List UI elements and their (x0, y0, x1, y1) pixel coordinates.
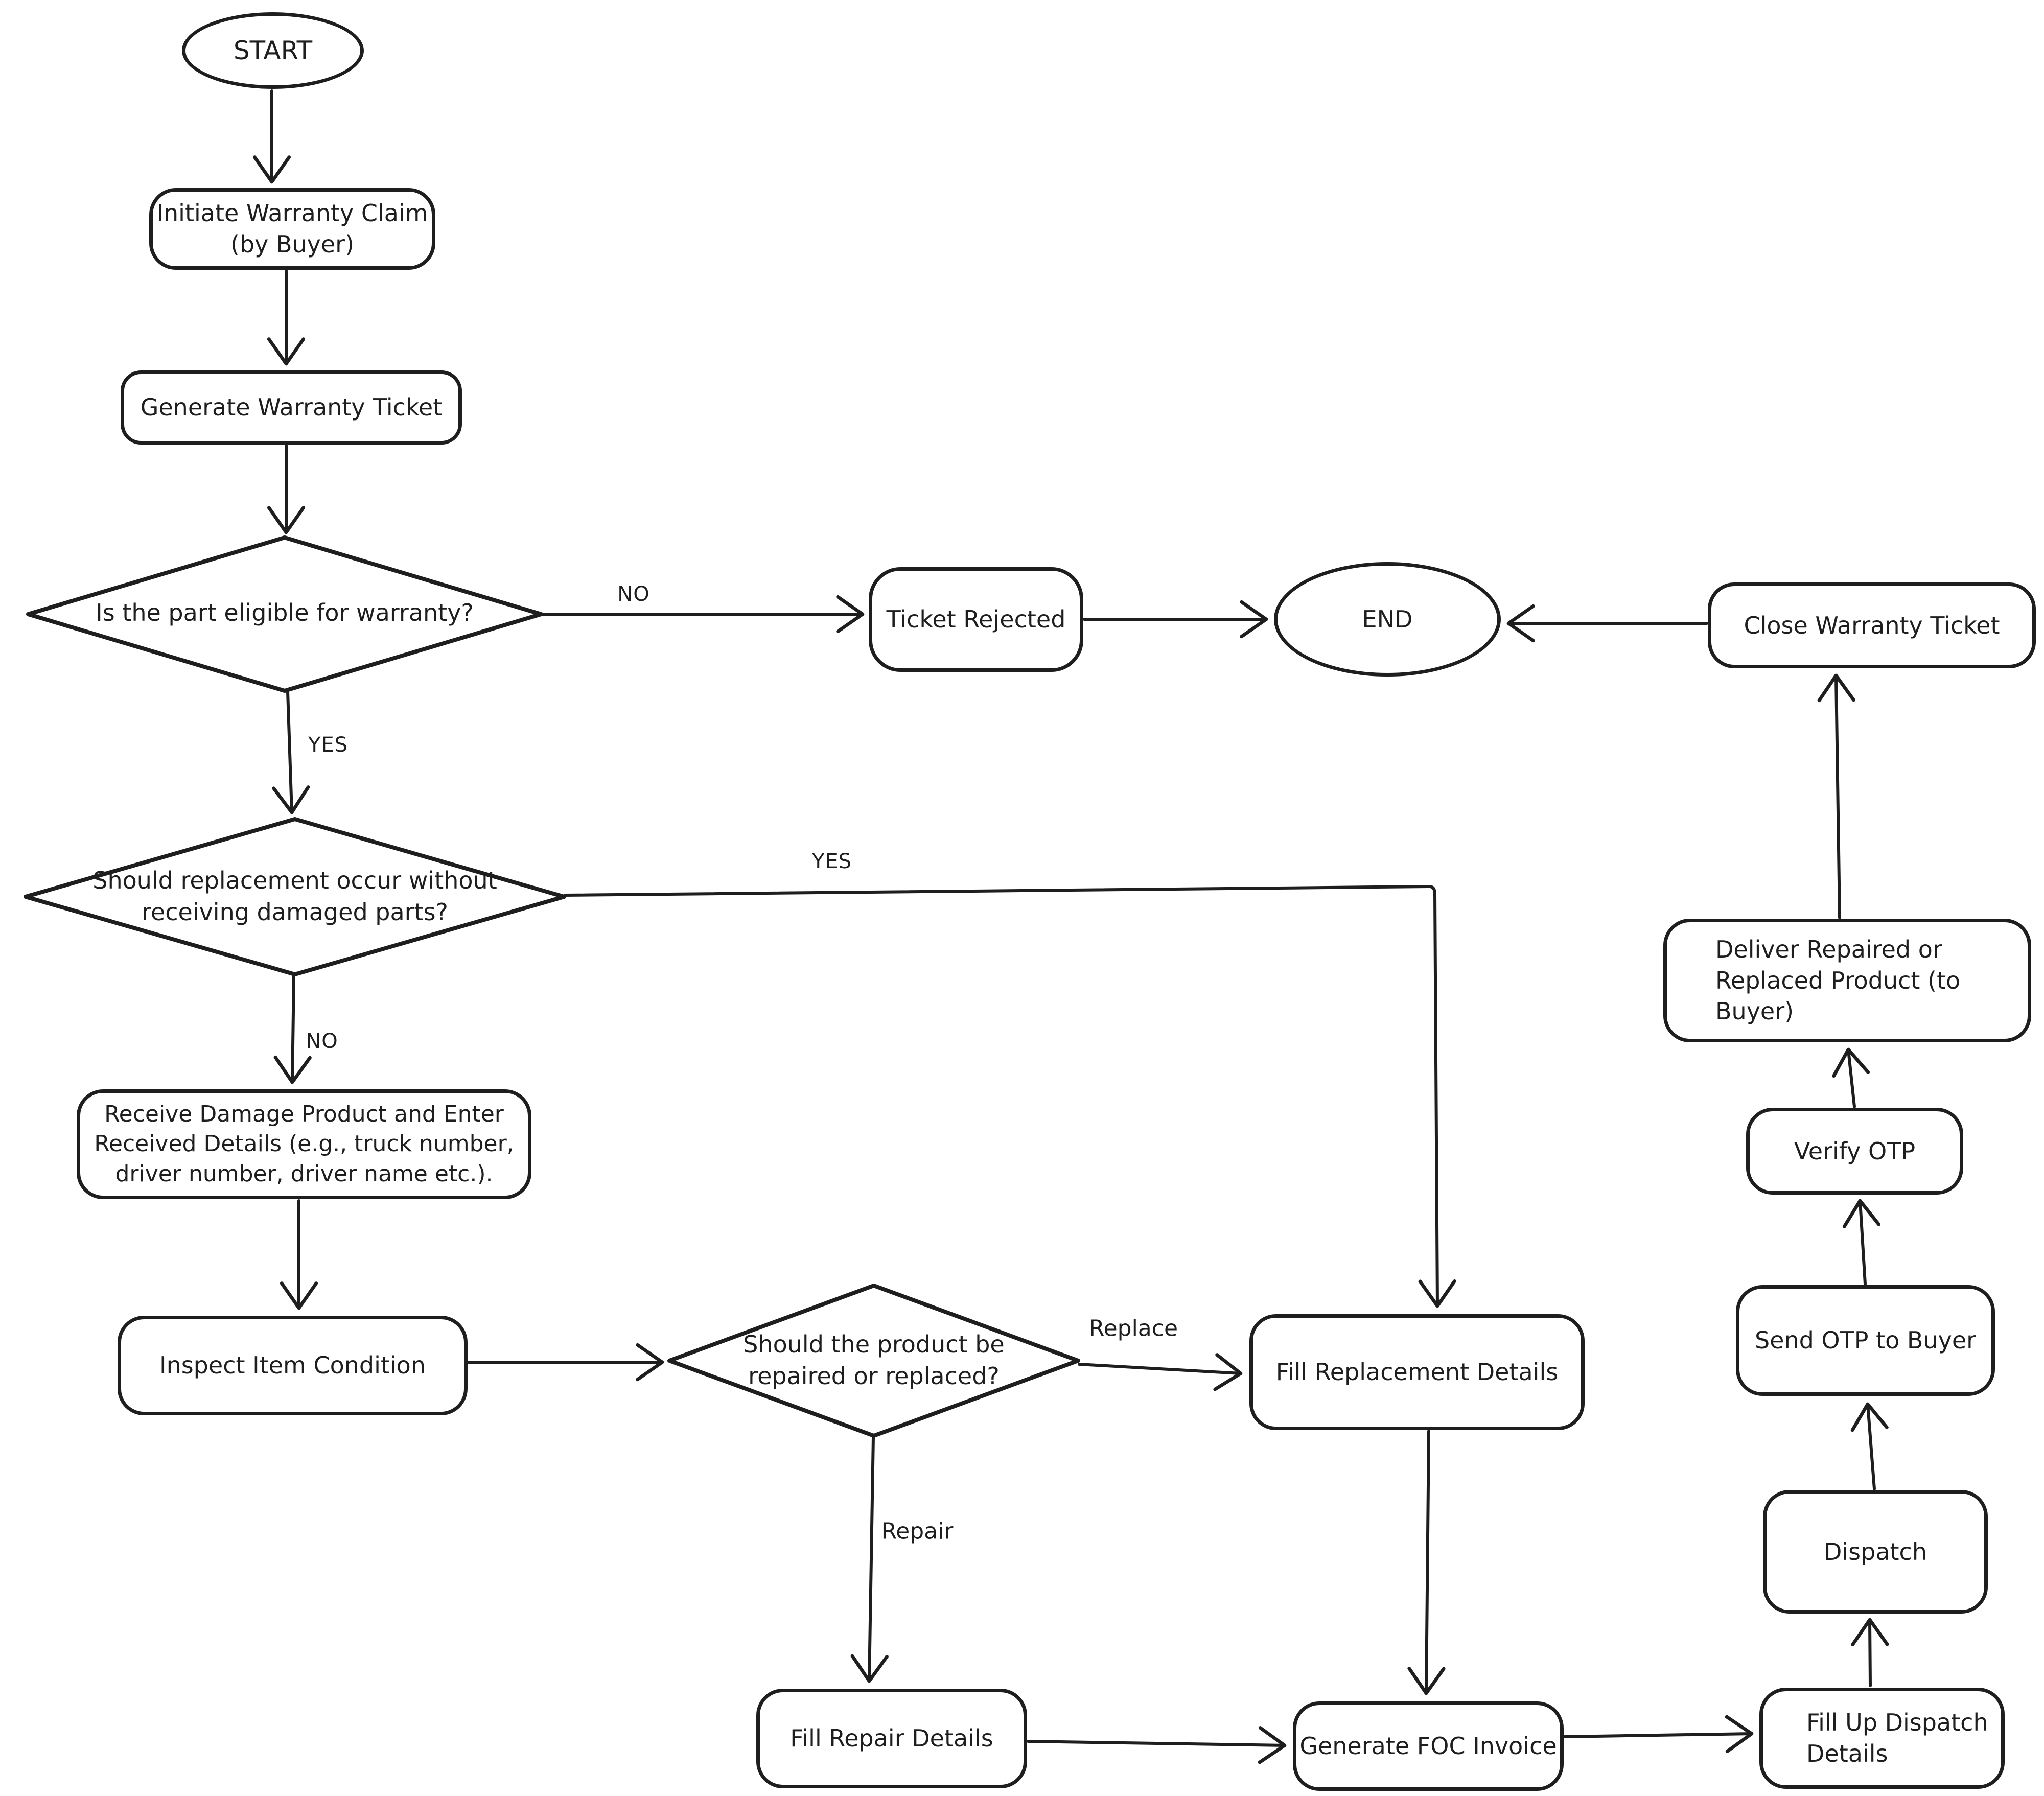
decision-label-line: repaired or replaced? (748, 1362, 1000, 1390)
node-label: Generate Warranty Ticket (140, 393, 443, 422)
node-label-line: Fill Up Dispatch (1806, 1709, 1988, 1737)
edge-dispatch-to-send-otp (1850, 1402, 1889, 1490)
node-label: Close Warranty Ticket (1744, 611, 2000, 639)
node-generate-warranty-ticket: Generate Warranty Ticket (121, 370, 462, 445)
node-end: END (1274, 562, 1501, 677)
decision-replacement-shape (24, 817, 566, 976)
node-label: Inspect Item Condition (159, 1351, 426, 1380)
node-label-line: Details (1806, 1740, 1888, 1767)
node-fill-replacement-details: Fill Replacement Details (1249, 1314, 1585, 1430)
node-fill-up-dispatch-details: Fill Up Dispatch Details (1759, 1688, 2005, 1789)
edge-send-otp-to-verify (1842, 1199, 1881, 1286)
node-start: START (182, 12, 364, 89)
decision-label-line: Should the product be (743, 1331, 1005, 1358)
node-initiate-warranty-claim: Initiate Warranty Claim (by Buyer) (149, 188, 435, 270)
decision-label-line: receiving damaged parts? (142, 898, 448, 926)
branch-label-repair: Repair (881, 1518, 954, 1545)
edge-replacement-no-to-receive (273, 974, 312, 1084)
branch-label-yes: YES (308, 733, 349, 757)
node-end-label: END (1362, 605, 1413, 633)
node-send-otp-to-buyer: Send OTP to Buyer (1736, 1285, 1995, 1396)
edge-fill-repair-to-foc (1027, 1726, 1287, 1764)
decision-replacement-label: Should replacement occur without receivi… (39, 865, 550, 928)
node-label-line: driver number, driver name etc.). (115, 1160, 493, 1187)
node-label-line: Deliver Repaired or (1715, 935, 1942, 963)
decision-repair-replace-shape (667, 1284, 1080, 1438)
node-label-line: Receive Damage Product and Enter (104, 1101, 504, 1128)
node-deliver-product: Deliver Repaired or Replaced Product (to… (1663, 919, 2031, 1042)
node-label: Send OTP to Buyer (1754, 1326, 1977, 1355)
node-start-label: START (233, 36, 313, 65)
node-inspect-item-condition: Inspect Item Condition (118, 1316, 468, 1415)
node-label-line: Replaced Product (to Buyer) (1715, 966, 1961, 1025)
edge-fill-replacement-to-foc (1407, 1430, 1446, 1695)
edge-verify-to-deliver (1832, 1047, 1870, 1108)
edge-eligibility-yes-to-replacement (272, 690, 310, 814)
node-fill-repair-details: Fill Repair Details (756, 1689, 1027, 1788)
node-verify-otp: Verify OTP (1746, 1108, 1963, 1195)
decision-eligibility-label: Is the part eligible for warranty? (55, 597, 515, 628)
decision-repair-replace-label: Should the product be repaired or replac… (669, 1328, 1078, 1392)
node-label: Generate FOC Invoice (1299, 1732, 1557, 1760)
node-label: Fill Repair Details (790, 1724, 993, 1753)
edge-decision-replace (1078, 1353, 1243, 1391)
node-generate-foc-invoice: Generate FOC Invoice (1293, 1701, 1564, 1791)
node-label: Fill Replacement Details (1275, 1358, 1559, 1386)
node-label-line: (by Buyer) (230, 230, 355, 258)
edge-replacement-yes-to-fill-replacement (564, 884, 1456, 1308)
decision-label: Is the part eligible for warranty? (96, 599, 474, 626)
branch-label-replace: Replace (1088, 1315, 1178, 1342)
node-dispatch: Dispatch (1763, 1490, 1988, 1614)
edge-deliver-to-close (1817, 673, 1855, 919)
decision-eligibility-shape (26, 535, 543, 693)
node-ticket-rejected: Ticket Rejected (869, 567, 1083, 672)
node-receive-damage-product: Receive Damage Product and Enter Receive… (77, 1089, 531, 1199)
node-label-line: Initiate Warranty Claim (156, 199, 428, 227)
branch-label-no: NO (617, 582, 650, 606)
edge-foc-to-fill-dispatch (1563, 1715, 1754, 1753)
node-close-warranty-ticket: Close Warranty Ticket (1708, 582, 2036, 668)
branch-label-no: NO (306, 1030, 338, 1053)
node-label-line: Received Details (e.g., truck number, (94, 1131, 514, 1157)
decision-label-line: Should replacement occur without (92, 867, 497, 894)
node-label: Dispatch (1823, 1537, 1927, 1566)
edge-decision-repair (850, 1435, 889, 1683)
branch-label-yes: YES (811, 850, 852, 873)
node-label: Verify OTP (1794, 1137, 1916, 1165)
node-label: Ticket Rejected (886, 605, 1066, 634)
